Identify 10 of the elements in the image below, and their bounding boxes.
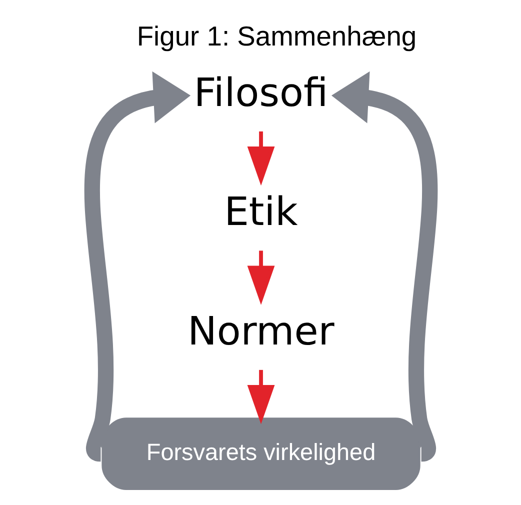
arrow — [84, 71, 190, 462]
arrow — [246, 370, 274, 424]
arrow — [246, 250, 274, 305]
diagram-title: Figur 1: Sammenhæng — [136, 20, 416, 52]
arrow — [246, 131, 274, 186]
node-text: Filosofi — [193, 70, 328, 116]
node-text: Etik — [224, 190, 298, 236]
arrow — [330, 71, 438, 462]
node-box: Forsvarets virkelighed — [101, 418, 420, 490]
node-text: Normer — [187, 309, 334, 354]
